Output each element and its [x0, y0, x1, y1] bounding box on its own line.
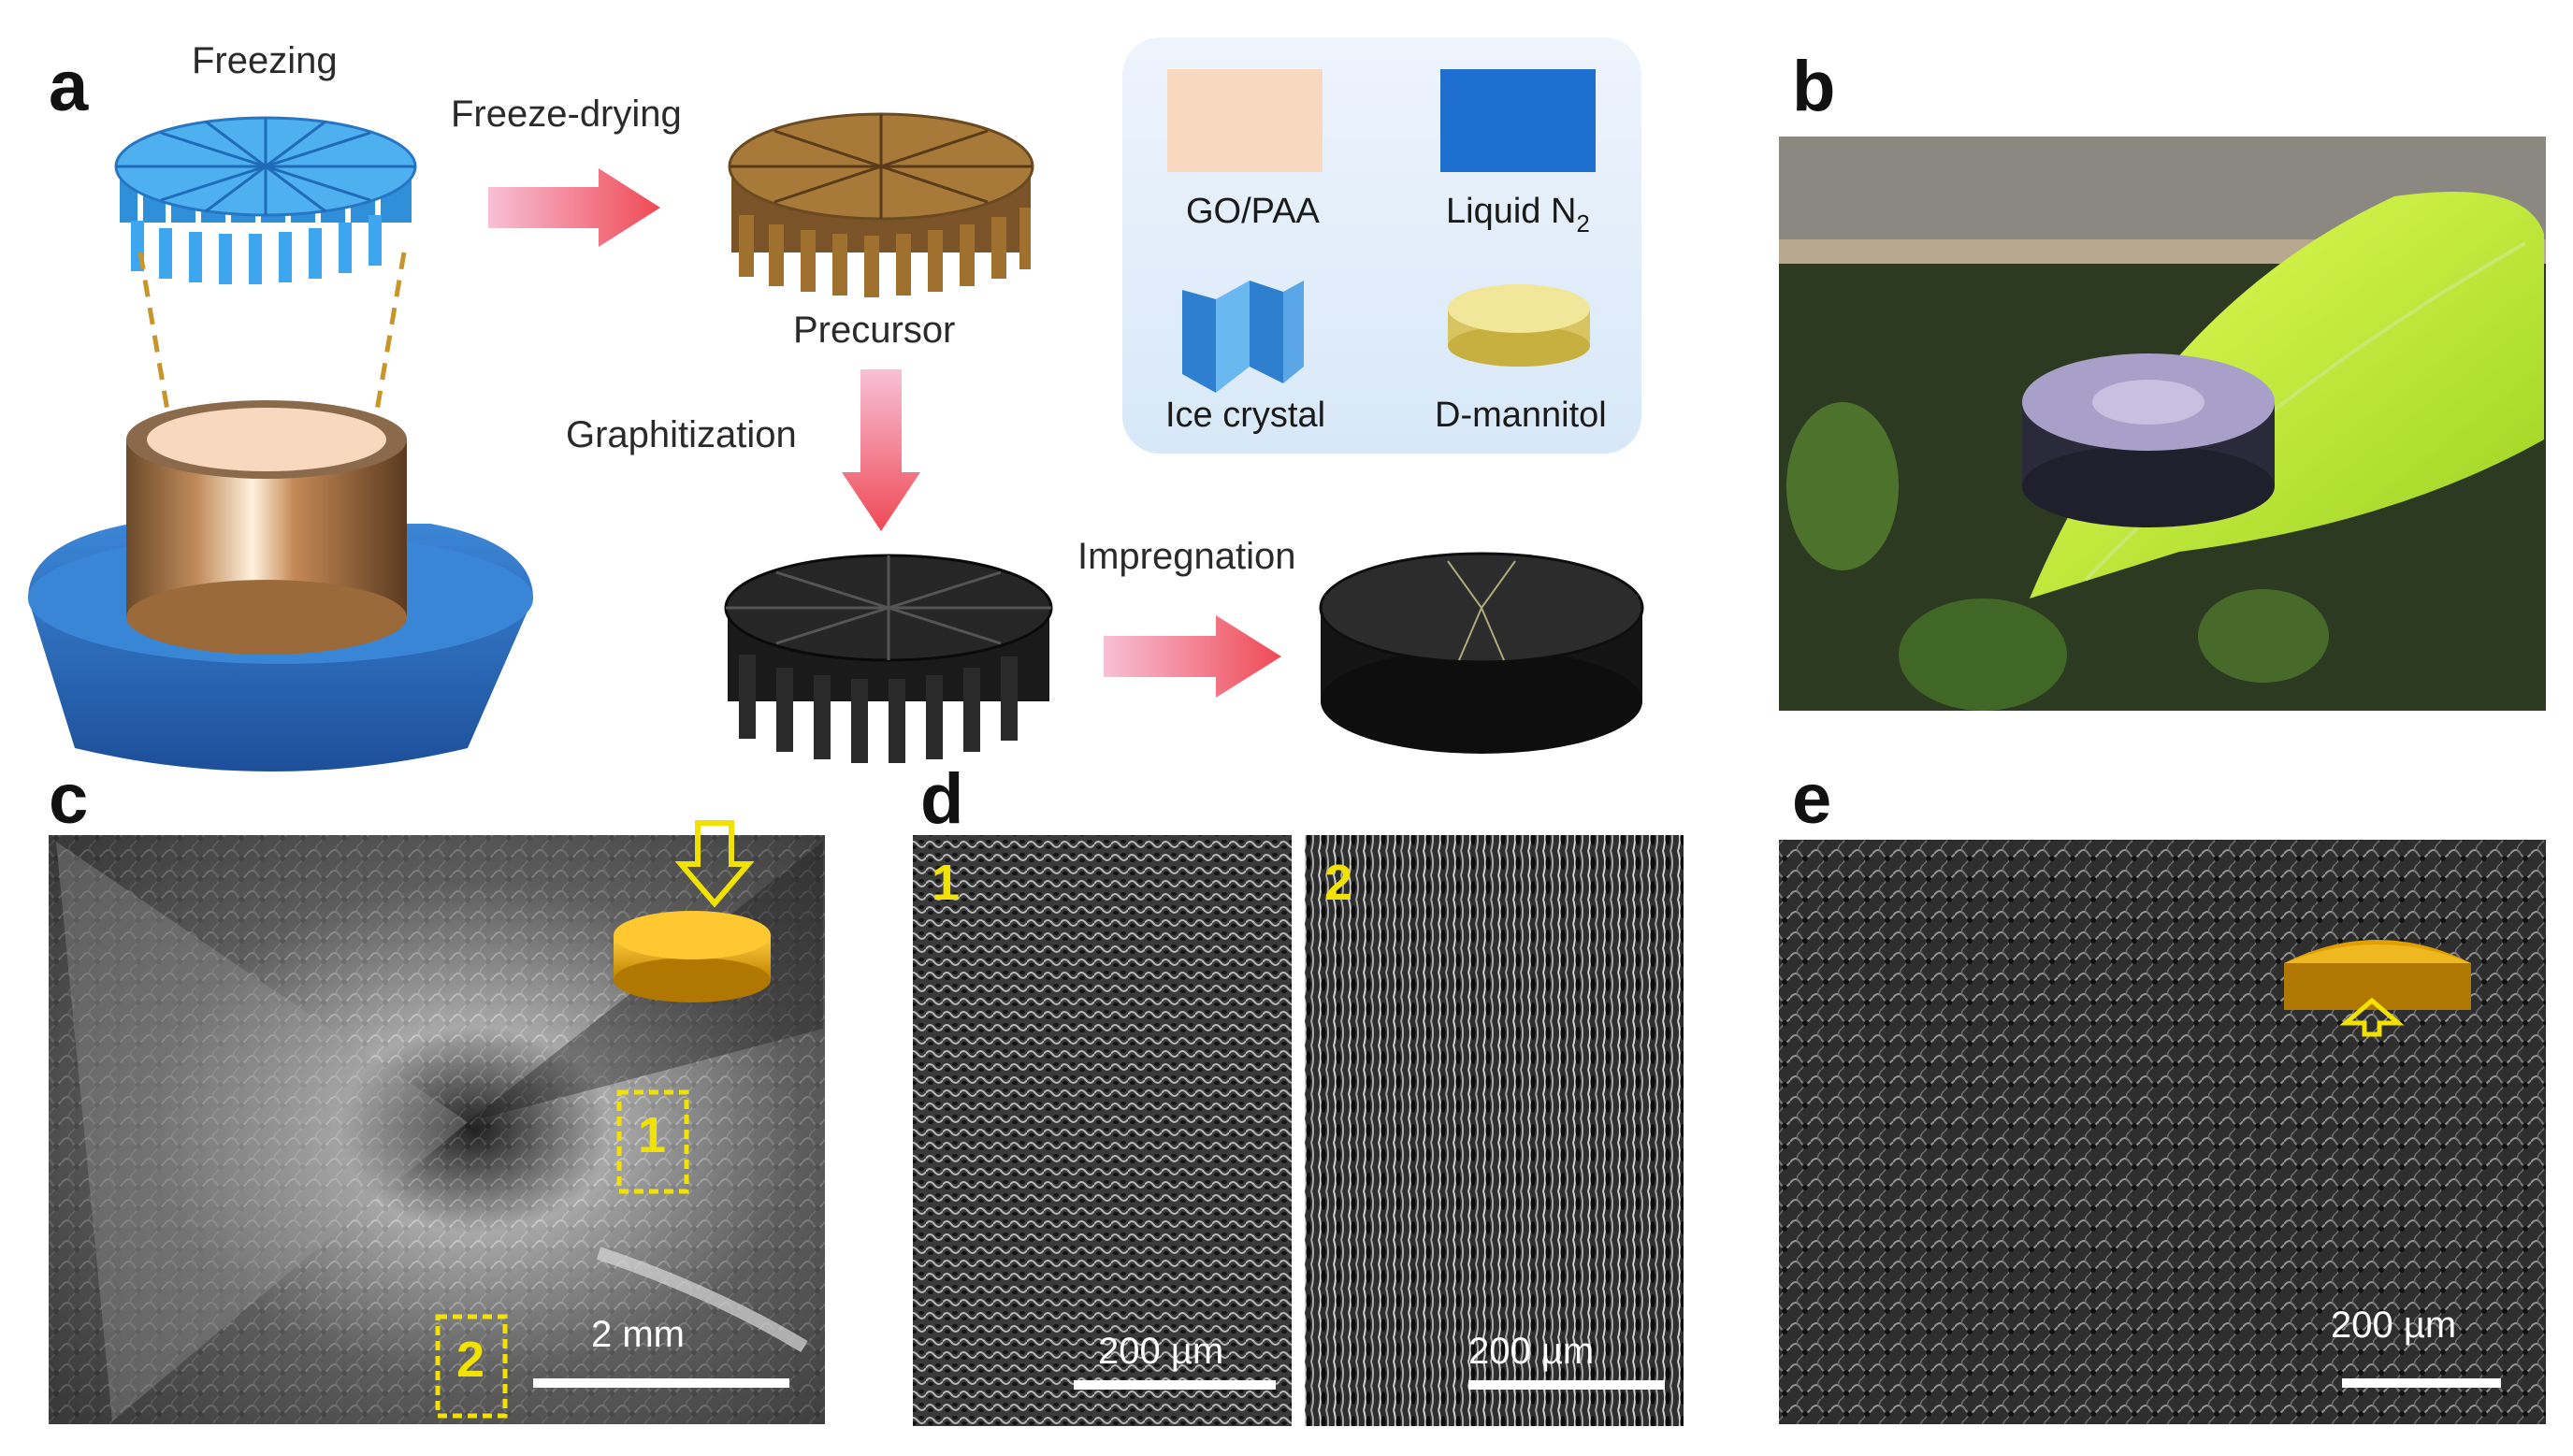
scale-bar-label-e: 200 µm [2331, 1305, 2456, 1346]
freeze-drying-label: Freeze-drying [451, 94, 682, 135]
precursor-disk [728, 112, 1034, 297]
projection-line-right [373, 252, 407, 417]
legend-label-d-mannitol: D-mannitol [1435, 396, 1607, 435]
panel-label-e: e [1792, 759, 1831, 839]
impregnation-label: Impregnation [1077, 536, 1295, 577]
region-box-2 [435, 1314, 508, 1419]
ice-crystal-disk [114, 116, 417, 285]
panel-label-a: a [49, 47, 89, 126]
graphitized-disk [724, 554, 1053, 763]
legend-box: GO/PAA Liquid N2 Ice crystal D-mannitol [1122, 37, 1641, 454]
legend-swatch-go-paa [1167, 69, 1323, 172]
impregnation-arrow [1104, 615, 1281, 698]
photo-panel-b [1779, 137, 2546, 711]
sem-d2-tag: 2 [1324, 855, 1352, 911]
sample-disk-photo [2022, 353, 2275, 527]
scale-bar-d1 [1074, 1380, 1276, 1390]
panel-label-b: b [1792, 47, 1835, 126]
legend-swatch-liquid-n2 [1440, 69, 1596, 172]
scale-bar-d2 [1468, 1380, 1665, 1390]
panel-label-c: c [49, 759, 88, 839]
region-box-2-label: 2 [456, 1332, 484, 1388]
sem-d1-tag: 1 [932, 855, 960, 911]
scale-bar-c [533, 1378, 789, 1388]
scale-bar-label-d2: 200 µm [1468, 1331, 1594, 1372]
freezing-label: Freezing [192, 40, 338, 81]
legend-swatch-d-mannitol [1448, 284, 1590, 367]
legend-swatch-ice-crystal [1182, 281, 1304, 393]
view-direction-arrow-c [674, 820, 755, 908]
sem-image-d2 [1305, 835, 1684, 1426]
graphitization-arrow [842, 369, 920, 531]
impregnated-disk [1319, 552, 1644, 754]
scale-bar-label-c: 2 mm [591, 1314, 685, 1355]
scale-bar-label-d1: 200 µm [1098, 1331, 1223, 1372]
region-box-1-label: 1 [638, 1107, 666, 1163]
legend-label-liquid-n: Liquid N2 [1446, 192, 1590, 238]
region-box-1 [616, 1089, 689, 1194]
graphitization-label: Graphitization [566, 414, 797, 455]
precursor-label: Precursor [793, 310, 955, 351]
freezing-apparatus [28, 400, 533, 771]
top-view-disk-icon [614, 911, 771, 1002]
legend-label-ice-crystal: Ice crystal [1165, 396, 1325, 435]
panel-label-d: d [920, 759, 963, 839]
sem-image-d1 [913, 835, 1292, 1426]
view-direction-arrow-e [2339, 997, 2405, 1037]
sem-image-e [1779, 840, 2546, 1424]
side-view-disk-icon [2284, 940, 2471, 1010]
scale-bar-e [2342, 1378, 2501, 1388]
legend-label-go-paa: GO/PAA [1186, 192, 1321, 231]
freeze-drying-arrow [488, 168, 660, 247]
